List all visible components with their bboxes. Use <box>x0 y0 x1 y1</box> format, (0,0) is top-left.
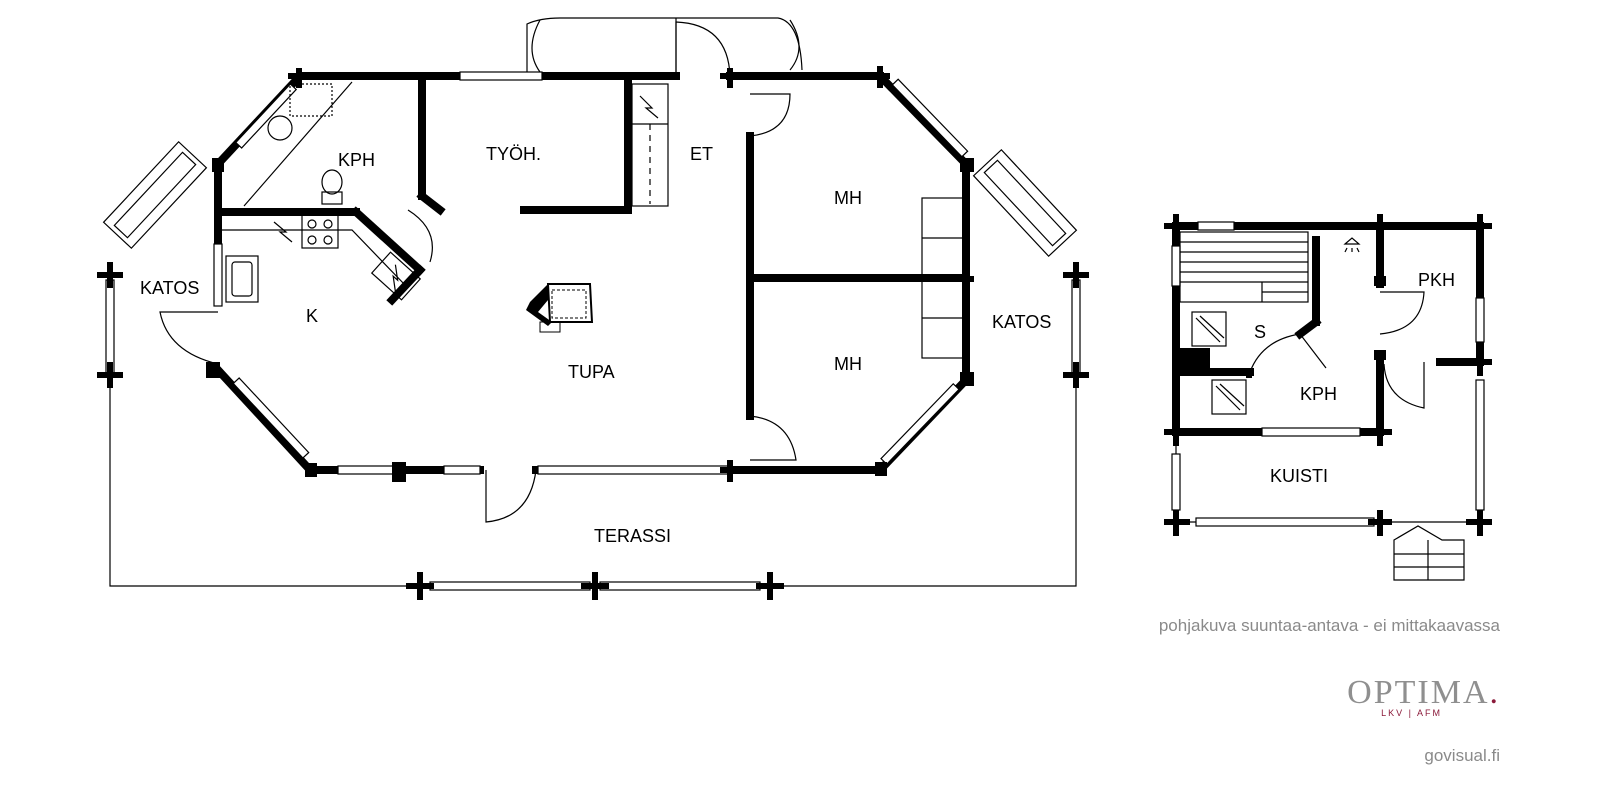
main-house: KPH TYÖH. ET MH MH KATOS KATOS K TUPA TE… <box>97 17 1089 600</box>
door-mh-bottom <box>749 415 797 461</box>
sauna-window-bottom <box>1261 427 1361 437</box>
scale-note: pohjakuva suuntaa-antava - ei mittakaava… <box>1158 616 1500 635</box>
label-tyoh: TYÖH. <box>486 144 541 164</box>
bay-window-arc <box>531 19 541 73</box>
logo-dot: . <box>1489 674 1500 711</box>
washbasin <box>267 115 293 141</box>
fireplace <box>526 283 594 333</box>
door-katos <box>159 311 219 365</box>
label-sauna-kph: KPH <box>1300 384 1337 404</box>
label-et: ET <box>690 144 713 164</box>
wall-tyoh-stub <box>416 190 446 216</box>
electric-symbol-kitchen <box>273 221 293 243</box>
kuisti-rail-left <box>1171 453 1181 511</box>
terrace-rail-bottom-2 <box>599 581 761 591</box>
window-top <box>459 71 543 81</box>
kitchen-counter-edge <box>218 229 407 287</box>
label-pkh: PKH <box>1418 270 1455 290</box>
logo-text: OPTIMA <box>1347 674 1490 711</box>
terrace-rail-left <box>105 279 115 375</box>
window-bottom-1 <box>337 465 397 475</box>
window-se <box>880 382 960 466</box>
label-terassi: TERASSI <box>594 526 671 546</box>
sauna-window-right <box>1475 297 1485 343</box>
kuisti-rail-bottom <box>1195 517 1375 527</box>
door-mh-top <box>749 93 791 137</box>
window-left <box>213 243 223 307</box>
label-mh-bottom: MH <box>834 354 862 374</box>
label-kuisti: KUISTI <box>1270 466 1328 486</box>
credit-link[interactable]: govisual.fi <box>1424 746 1500 765</box>
wall-kph-diag <box>243 81 353 207</box>
kph-door <box>1383 362 1425 409</box>
kph-fixture <box>1211 379 1247 415</box>
door-tyoh <box>407 209 433 263</box>
toilet <box>321 169 343 195</box>
window-ne <box>891 78 969 158</box>
terrace-posts <box>97 262 1089 600</box>
terrace-rail-right <box>1071 279 1081 375</box>
logo-wordmark: OPTIMA. <box>1300 674 1500 712</box>
sauna-log-corners <box>1164 214 1492 536</box>
wardrobe-et <box>631 83 669 207</box>
sauna-benches <box>1179 231 1309 303</box>
window-nw <box>234 83 298 149</box>
electric-symbol-et <box>639 95 659 119</box>
sink <box>225 255 259 303</box>
window-sw <box>232 377 310 459</box>
label-k: K <box>306 306 318 326</box>
sauna-door <box>1249 333 1327 373</box>
log-corners <box>206 66 974 482</box>
sauna-wall-s-stub <box>1294 316 1322 340</box>
sauna-stove <box>1191 311 1227 347</box>
label-kph: KPH <box>338 150 375 170</box>
label-mh-top: MH <box>834 188 862 208</box>
door-terrace <box>485 469 537 523</box>
sauna-window-top <box>1197 221 1235 231</box>
door-et <box>675 21 731 77</box>
logo-subtitle: LKV | AFM <box>1381 708 1442 718</box>
porch-steps <box>1393 525 1465 581</box>
terrace-rail-bottom-1 <box>429 581 591 591</box>
label-tupa: TUPA <box>568 362 615 382</box>
stove <box>301 213 339 249</box>
optima-logo: OPTIMA. LKV | AFM <box>1300 674 1500 718</box>
sauna-window-left <box>1171 245 1181 287</box>
label-katos-right: KATOS <box>992 312 1051 332</box>
wall-diag-sw <box>212 364 316 476</box>
window-bottom-3 <box>537 465 729 475</box>
wall-kitchen-diag <box>350 206 426 276</box>
sauna-chimney <box>1180 348 1210 372</box>
pkh-door <box>1379 291 1425 335</box>
katos-left-roof <box>102 140 208 250</box>
fridge <box>370 251 422 301</box>
label-s: S <box>1254 322 1266 342</box>
shower <box>289 83 333 117</box>
bay-window-arc-right <box>789 19 800 71</box>
kuisti-rail-right <box>1475 379 1485 511</box>
sauna-building: PKH S KPH KUISTI <box>1164 214 1492 581</box>
bay-window <box>526 17 803 72</box>
wall-diag-ne <box>874 70 972 170</box>
window-bottom-2 <box>443 465 481 475</box>
label-katos-left: KATOS <box>140 278 199 298</box>
shower-icon <box>1343 237 1361 245</box>
katos-right-roof <box>972 148 1078 258</box>
